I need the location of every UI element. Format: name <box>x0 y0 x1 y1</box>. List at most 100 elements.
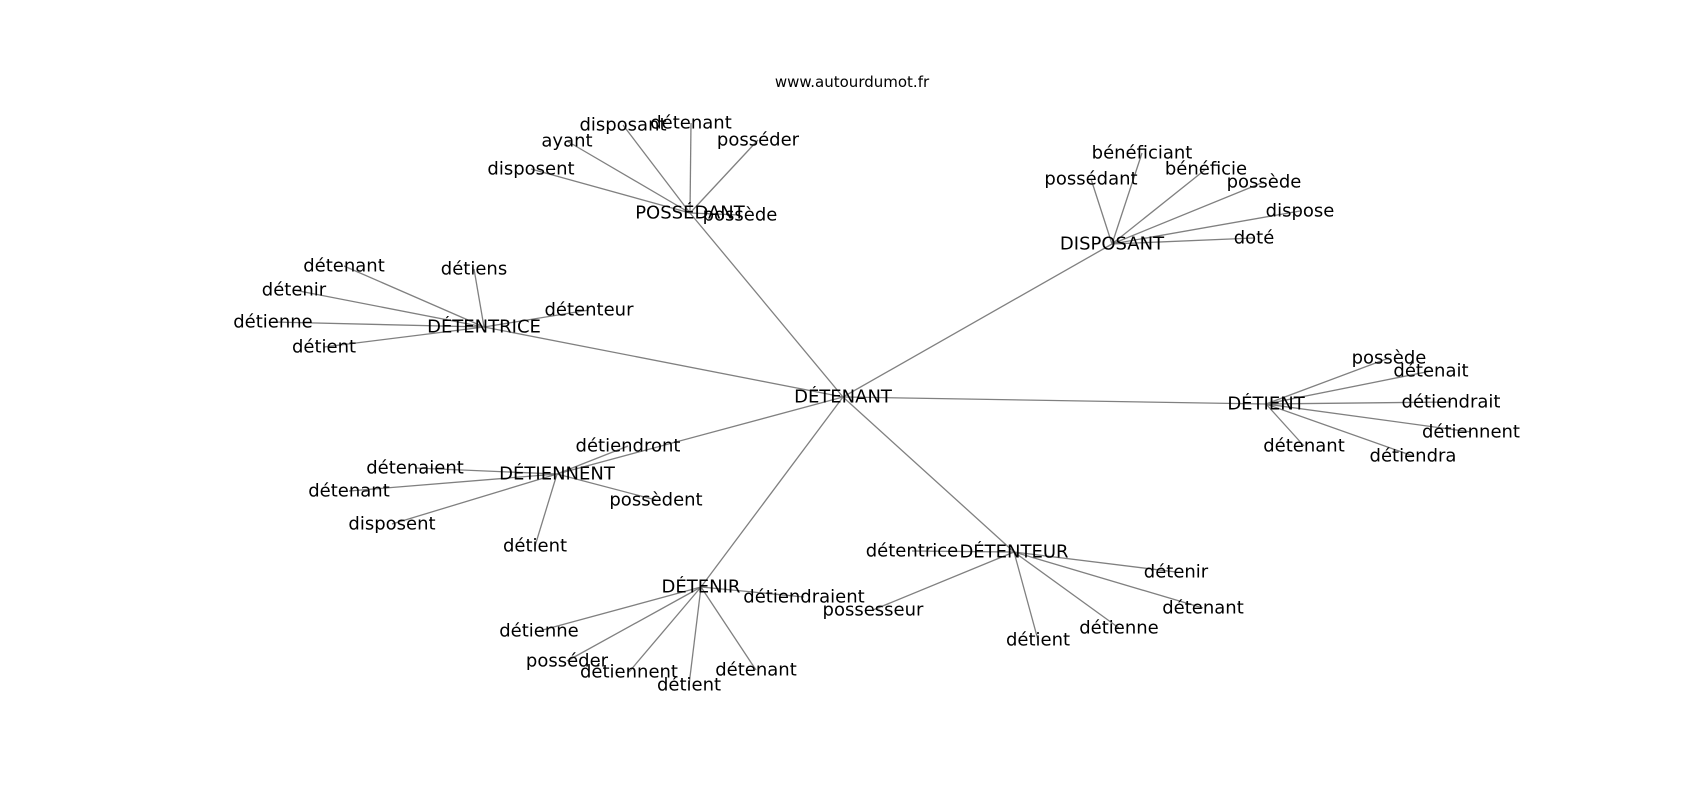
edge-hub-to-word <box>1090 178 1113 245</box>
edge-hub-to-word <box>556 445 629 475</box>
word-node-label: posséder <box>526 651 609 672</box>
edge-hub-to-word <box>348 473 558 492</box>
graph-edges <box>272 122 1472 686</box>
edge-hub-to-word <box>1013 551 1204 609</box>
source-watermark: www.autourdumot.fr <box>775 73 930 91</box>
hub-node-label: DISPOSANT <box>1060 234 1165 255</box>
edge-center-to-hub <box>700 396 844 588</box>
word-node-label: possède <box>1352 348 1427 369</box>
word-node-label: dispose <box>1266 201 1335 222</box>
word-node-label: détient <box>292 337 356 358</box>
edge-hub-to-word <box>622 124 691 214</box>
edge-hub-to-word <box>1265 403 1472 433</box>
word-node-label: détenaient <box>366 458 464 479</box>
word-node-label: détiennent <box>580 662 678 683</box>
word-node-label: détiens <box>441 259 507 280</box>
edge-hub-to-word <box>700 586 757 671</box>
word-node-label: bénéficiant <box>1092 143 1193 164</box>
edge-hub-to-word <box>473 268 485 328</box>
edge-hub-to-word <box>689 139 759 214</box>
word-node-label: disposent <box>348 514 435 535</box>
word-node-label: bénéficie <box>1165 159 1247 180</box>
edge-hub-to-word <box>566 586 702 662</box>
word-node-label: disposant <box>579 115 666 136</box>
edge-hub-to-word <box>1013 551 1177 573</box>
edge-hub-to-word <box>911 550 1015 553</box>
edge-hub-to-word <box>872 551 1015 611</box>
edge-hub-to-word <box>1111 181 1265 245</box>
word-node-label: détenteur <box>545 300 635 321</box>
edge-hub-to-word <box>1265 357 1390 405</box>
edge-center-to-hub <box>556 396 844 475</box>
hub-node-label: DÉTENTRICE <box>427 316 541 338</box>
hub-node-label: DÉTENTEUR <box>959 541 1068 563</box>
word-node-label: détenant <box>303 256 385 277</box>
word-node-label: détenant <box>650 113 732 134</box>
word-node-label: détienne <box>1079 618 1159 639</box>
word-node-label: détient <box>503 536 567 557</box>
word-node-label: possesseur <box>823 600 925 621</box>
word-node-label: détenant <box>1263 436 1345 457</box>
edge-hub-to-word <box>1265 401 1452 405</box>
edge-hub-to-word <box>1265 403 1414 457</box>
word-node-label: posséder <box>717 130 800 151</box>
word-node-label: détenait <box>1393 361 1468 382</box>
word-node-label: détenir <box>262 280 327 301</box>
edge-center-to-hub <box>689 212 844 398</box>
edge-hub-to-word <box>688 586 702 686</box>
edge-hub-to-word <box>689 122 692 214</box>
edge-hub-to-word <box>1111 210 1301 245</box>
edge-hub-to-word <box>1111 152 1143 245</box>
edge-hub-to-word <box>1013 551 1039 641</box>
word-node-label: détient <box>657 675 721 696</box>
word-node-label: détiendra <box>1370 446 1457 467</box>
hub-node-label: DÉTIENT <box>1227 393 1305 415</box>
edge-center-to-hub <box>842 243 1113 398</box>
word-node-label: détiendrait <box>1402 392 1501 413</box>
center-node-label: DÉTENANT <box>794 386 893 408</box>
edge-hub-to-word <box>414 467 558 475</box>
word-node-label: détient <box>1006 630 1070 651</box>
edge-hub-to-word <box>628 586 702 673</box>
edge-hub-to-word <box>1265 370 1432 405</box>
edge-hub-to-word <box>343 265 485 328</box>
edge-hub-to-word <box>566 140 691 214</box>
edge-center-to-hub <box>483 326 844 398</box>
word-node-label: détienne <box>499 621 579 642</box>
word-node-label: détiennent <box>1422 422 1520 443</box>
edge-hub-to-word <box>700 586 805 598</box>
hub-node-label: POSSÉDANT <box>635 202 746 224</box>
edge-hub-to-word <box>272 321 485 328</box>
edge-hub-to-word <box>323 326 485 348</box>
word-node-label: possédant <box>1044 169 1137 190</box>
word-node-label: possède <box>703 205 778 226</box>
word-node-label: détienne <box>233 312 313 333</box>
word-node-label: possèdent <box>609 490 702 511</box>
word-node-label: détenant <box>715 660 797 681</box>
word-node-label: détiendraient <box>743 587 864 608</box>
edge-hub-to-word <box>556 473 657 501</box>
edge-hub-to-word <box>391 473 558 525</box>
edge-center-to-hub <box>842 396 1267 405</box>
hub-node-label: DÉTENIR <box>662 576 741 598</box>
edge-hub-to-word <box>1111 168 1207 245</box>
edge-hub-to-word <box>534 473 558 547</box>
hub-node-label: DÉTIENNENT <box>499 463 616 485</box>
edge-center-to-hub <box>842 396 1015 553</box>
word-node-label: ayant <box>541 131 592 152</box>
edge-hub-to-word <box>1013 551 1120 629</box>
word-node-label: disposent <box>487 159 574 180</box>
word-node-label: détentrice <box>866 541 958 562</box>
word-node-label: détenant <box>308 481 390 502</box>
word-node-label: possède <box>1227 172 1302 193</box>
edge-hub-to-word <box>538 586 702 632</box>
edge-hub-to-word <box>689 212 741 216</box>
edge-hub-to-word <box>1111 237 1255 245</box>
edge-hub-to-word <box>293 289 485 328</box>
word-node-label: détenir <box>1144 562 1209 583</box>
word-node-label: doté <box>1234 228 1275 249</box>
edge-hub-to-word <box>1265 403 1305 447</box>
word-node-label: détenant <box>1162 598 1244 619</box>
